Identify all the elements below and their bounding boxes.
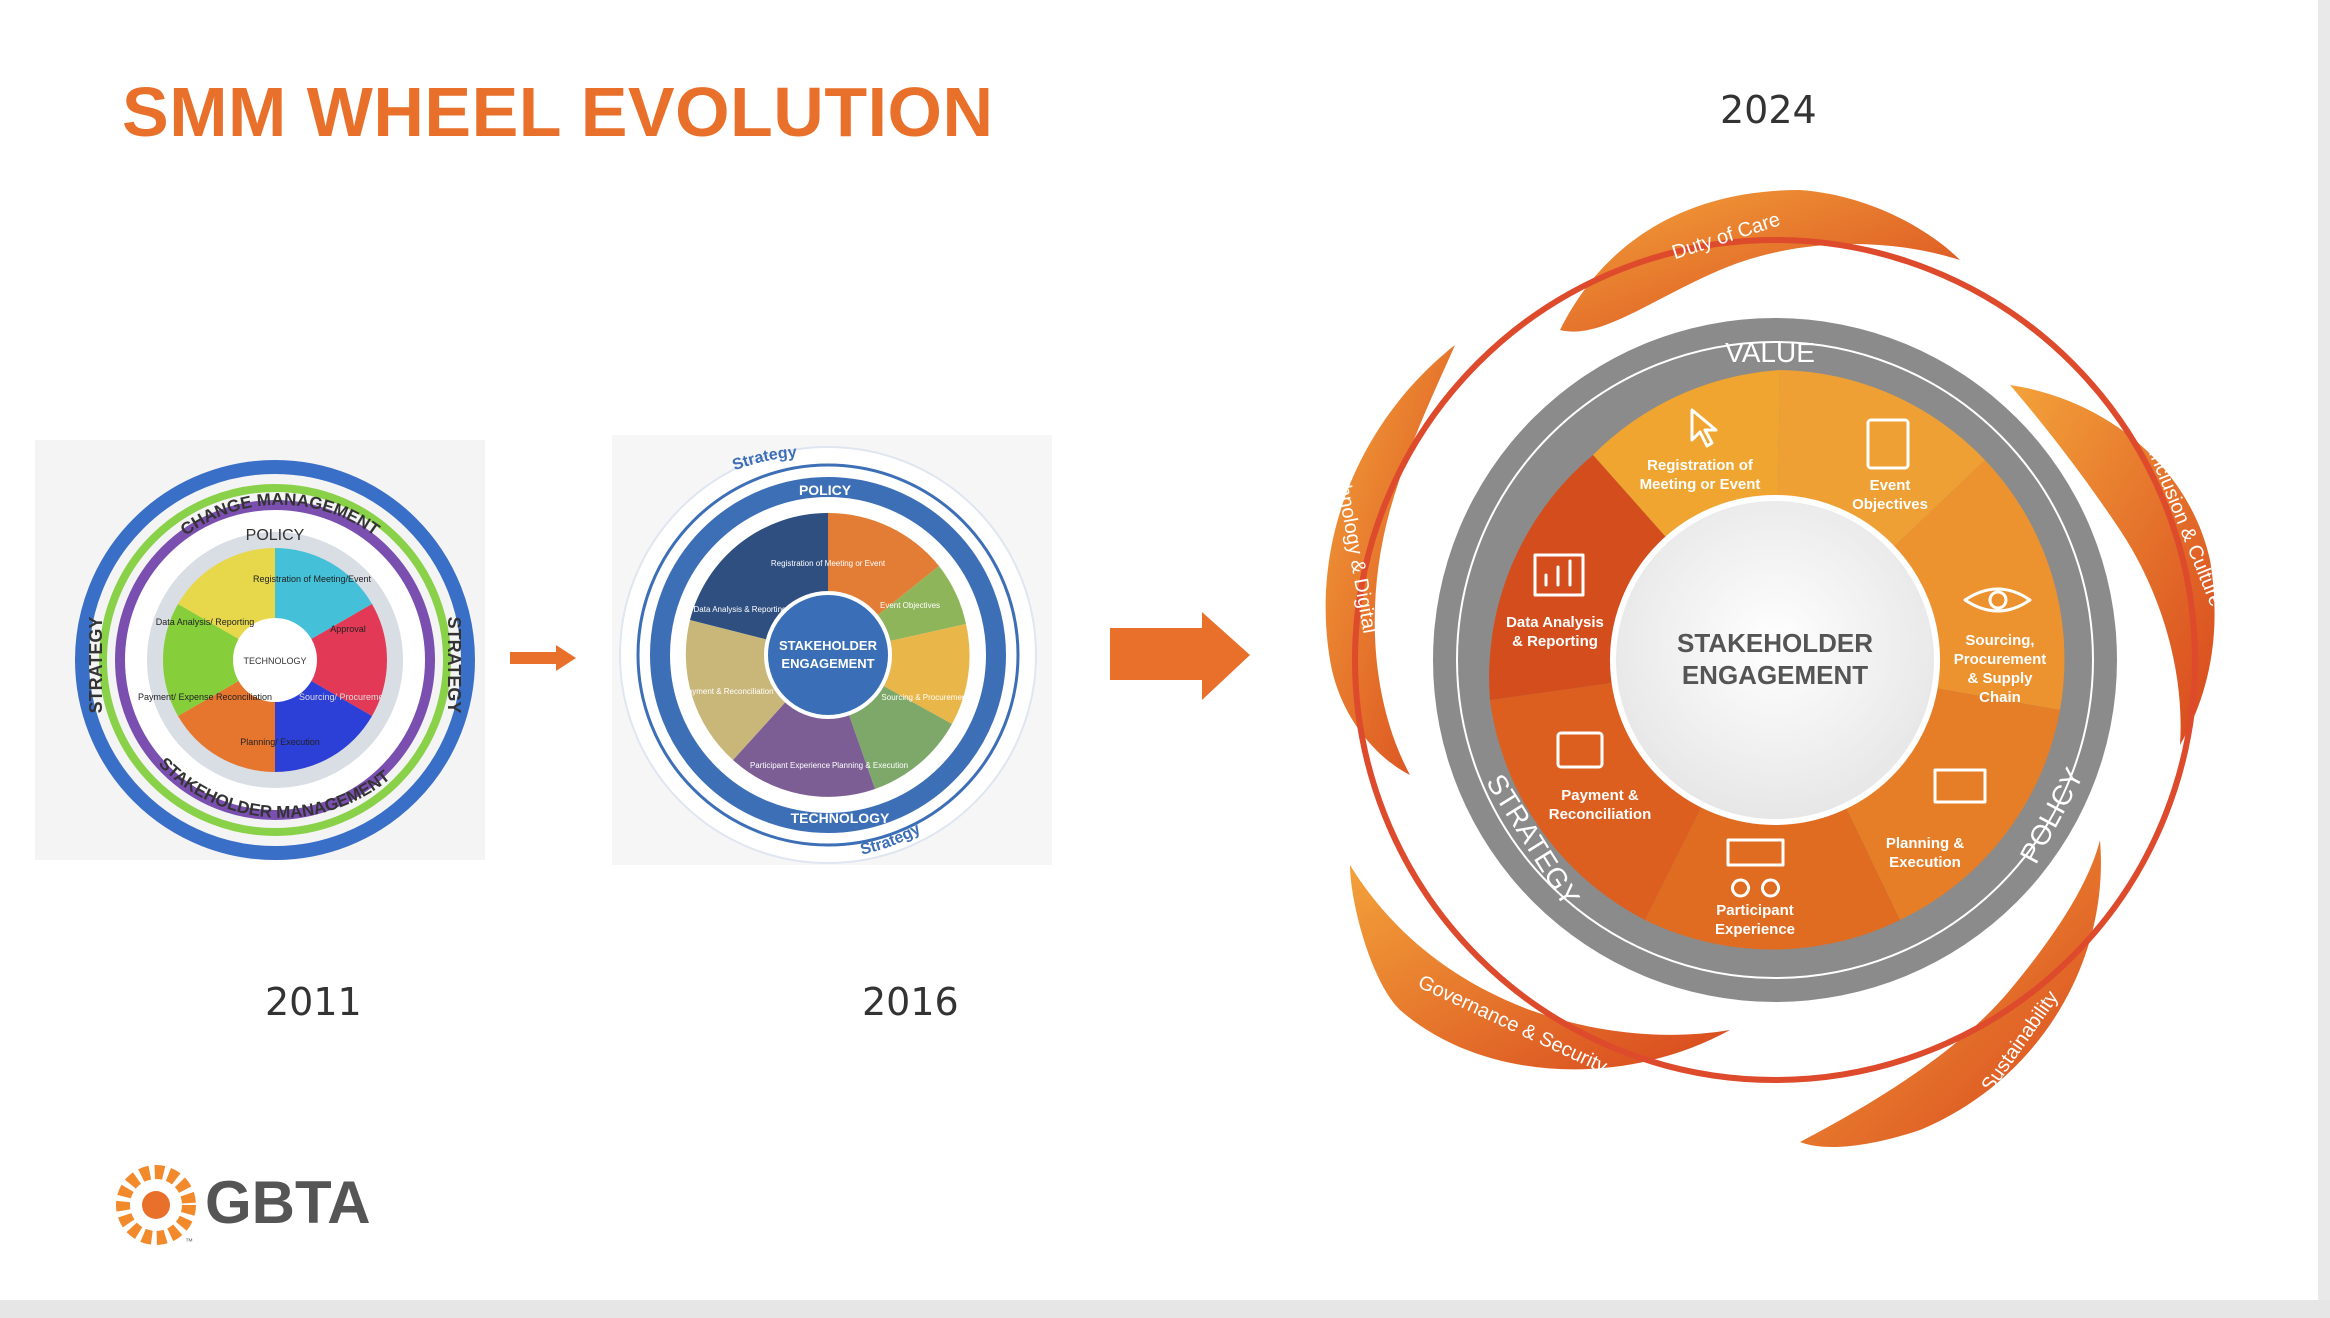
wheel-2016-seg-label-event: Event Objectives <box>880 601 940 610</box>
credit-card-icon <box>1556 731 1604 769</box>
wheel-2016-seg-label-data: Data Analysis & Reporting <box>694 605 787 614</box>
seg-data-line2: & Reporting <box>1512 633 1598 650</box>
seg-sourcing-line2: Procurement <box>1954 651 2047 668</box>
wheel-2011-green-ring <box>99 484 451 836</box>
presentation-icon <box>1933 768 1987 804</box>
gbta-logo-mark: ™ <box>116 1165 196 1246</box>
window-bottom-edge <box>0 1300 2330 1318</box>
seg-planning-line1: Planning & <box>1886 835 1965 852</box>
wheel-2011-left-label: STRATEGY <box>86 617 106 714</box>
wheel-2024-center <box>1610 495 1940 825</box>
seg-participant-line1: Participant <box>1716 902 1794 919</box>
wheel-2016-policy-label: POLICY <box>799 482 852 498</box>
wheel-2016: STAKEHOLDER ENGAGEMENT POLICY TECHNOLOGY… <box>612 435 1052 865</box>
wheel-2016-technology-label: TECHNOLOGY <box>791 810 890 826</box>
seg-registration-line2: Meeting or Event <box>1640 476 1761 493</box>
seg-payment-line2: Reconciliation <box>1549 806 1652 823</box>
year-2016-label: 2016 <box>862 980 959 1024</box>
wheel-2011-seg-label-payment: Payment/ Expense Reconciliation <box>138 692 272 702</box>
page-title: SMM WHEEL EVOLUTION <box>122 73 994 151</box>
small-arrow-head <box>556 645 576 671</box>
wheel-2011-seg-label-planning: Planning/ Execution <box>240 737 320 747</box>
wheel-2011-segment-payment <box>162 604 275 716</box>
group-chat-icon <box>1726 838 1785 898</box>
wheel-2024: STAKEHOLDER ENGAGEMENT VALUE POLICY STRA… <box>1325 190 2227 1147</box>
blade-inclusion-culture <box>2010 385 2215 745</box>
wheel-2011-outer-ring <box>75 460 475 860</box>
bar-chart-icon <box>1533 553 1585 597</box>
wheel-2011-policy-label: POLICY <box>246 527 305 544</box>
wheel-2016-center-line2: ENGAGEMENT <box>781 656 874 671</box>
blade-governance-security <box>1350 865 1730 1070</box>
wheel-2011-seg-label-data: Data Analysis/ Reporting <box>156 617 255 627</box>
big-arrow-head <box>1202 612 1250 700</box>
wheel-2024-center-line1: STAKEHOLDER <box>1677 628 1873 658</box>
seg-sourcing-line3: & Supply <box>1967 670 2033 687</box>
small-arrow-shaft <box>510 652 560 664</box>
year-2011-label: 2011 <box>265 980 362 1024</box>
sunburst-center-icon <box>142 1191 170 1219</box>
seg-sourcing-line4: Chain <box>1979 689 2021 706</box>
eye-icon <box>1963 587 2032 613</box>
wheel-2011-seg-label-sourcing: Sourcing/ Procurement <box>299 692 392 702</box>
wheel-2024-white-track <box>1456 341 2094 979</box>
big-arrow-shaft <box>1110 628 1205 680</box>
seg-event-line1: Event <box>1870 477 1911 494</box>
checklist-icon <box>1866 418 1910 470</box>
wheel-2016-seg-label-participant: Participant Experience <box>750 761 831 770</box>
seg-data-line1: Data Analysis <box>1506 614 1604 631</box>
wheel-2016-strategy-ring <box>636 463 1020 847</box>
sunburst-icon <box>116 1165 196 1245</box>
seg-sourcing-line1: Sourcing, <box>1965 632 2034 649</box>
seg-planning-line2: Execution <box>1889 854 1961 871</box>
wheel-2016-center-line1: STAKEHOLDER <box>779 638 878 653</box>
wheel-2011: TECHNOLOGY POLICY CHANGE MANAGEMENT STAK… <box>35 440 485 860</box>
seg-payment-line1: Payment & <box>1561 787 1639 804</box>
seg-event-line2: Objectives <box>1852 496 1928 513</box>
logo-tm: ™ <box>185 1237 193 1246</box>
wheel-2016-center <box>764 591 892 719</box>
wheel-2011-segment-approval <box>275 604 388 716</box>
wheel-2011-seg-label-approval: Approval <box>330 624 366 634</box>
wheel-2024-red-ring <box>1352 237 2198 1083</box>
wheel-2016-policy-ring <box>650 477 1006 833</box>
wheel-2011-seg-label-registration: Registration of Meeting/Event <box>253 574 372 584</box>
wheel-2011-center <box>233 618 317 702</box>
wheel-2024-center-line2: ENGAGEMENT <box>1682 660 1868 690</box>
seg-registration-line1: Registration of <box>1647 457 1754 474</box>
wheel-2016-seg-label-planning: Planning & Execution <box>832 761 908 770</box>
gbta-logo-text: GBTA <box>205 1169 371 1236</box>
blade-duty-of-care <box>1560 190 1960 332</box>
wheel-2011-right-label: STRATEGY <box>444 617 464 714</box>
wheel-2016-seg-label-registration: Registration of Meeting or Event <box>771 559 886 568</box>
blade-sustainability <box>1800 840 2101 1147</box>
seg-participant-line2: Experience <box>1715 921 1795 938</box>
big-arrow <box>1110 612 1250 700</box>
year-2024-label: 2024 <box>1720 88 1817 132</box>
window-right-edge <box>2318 0 2330 1318</box>
wheel-2016-seg-label-sourcing: Sourcing & Procurement <box>881 693 969 702</box>
small-arrow <box>510 645 576 671</box>
ring-value-label: VALUE <box>1725 337 1815 368</box>
wheel-2011-center-label: TECHNOLOGY <box>243 656 306 666</box>
pointer-click-icon <box>1690 408 1718 448</box>
wheel-2016-seg-label-payment: Payment & Reconciliation <box>682 687 773 696</box>
